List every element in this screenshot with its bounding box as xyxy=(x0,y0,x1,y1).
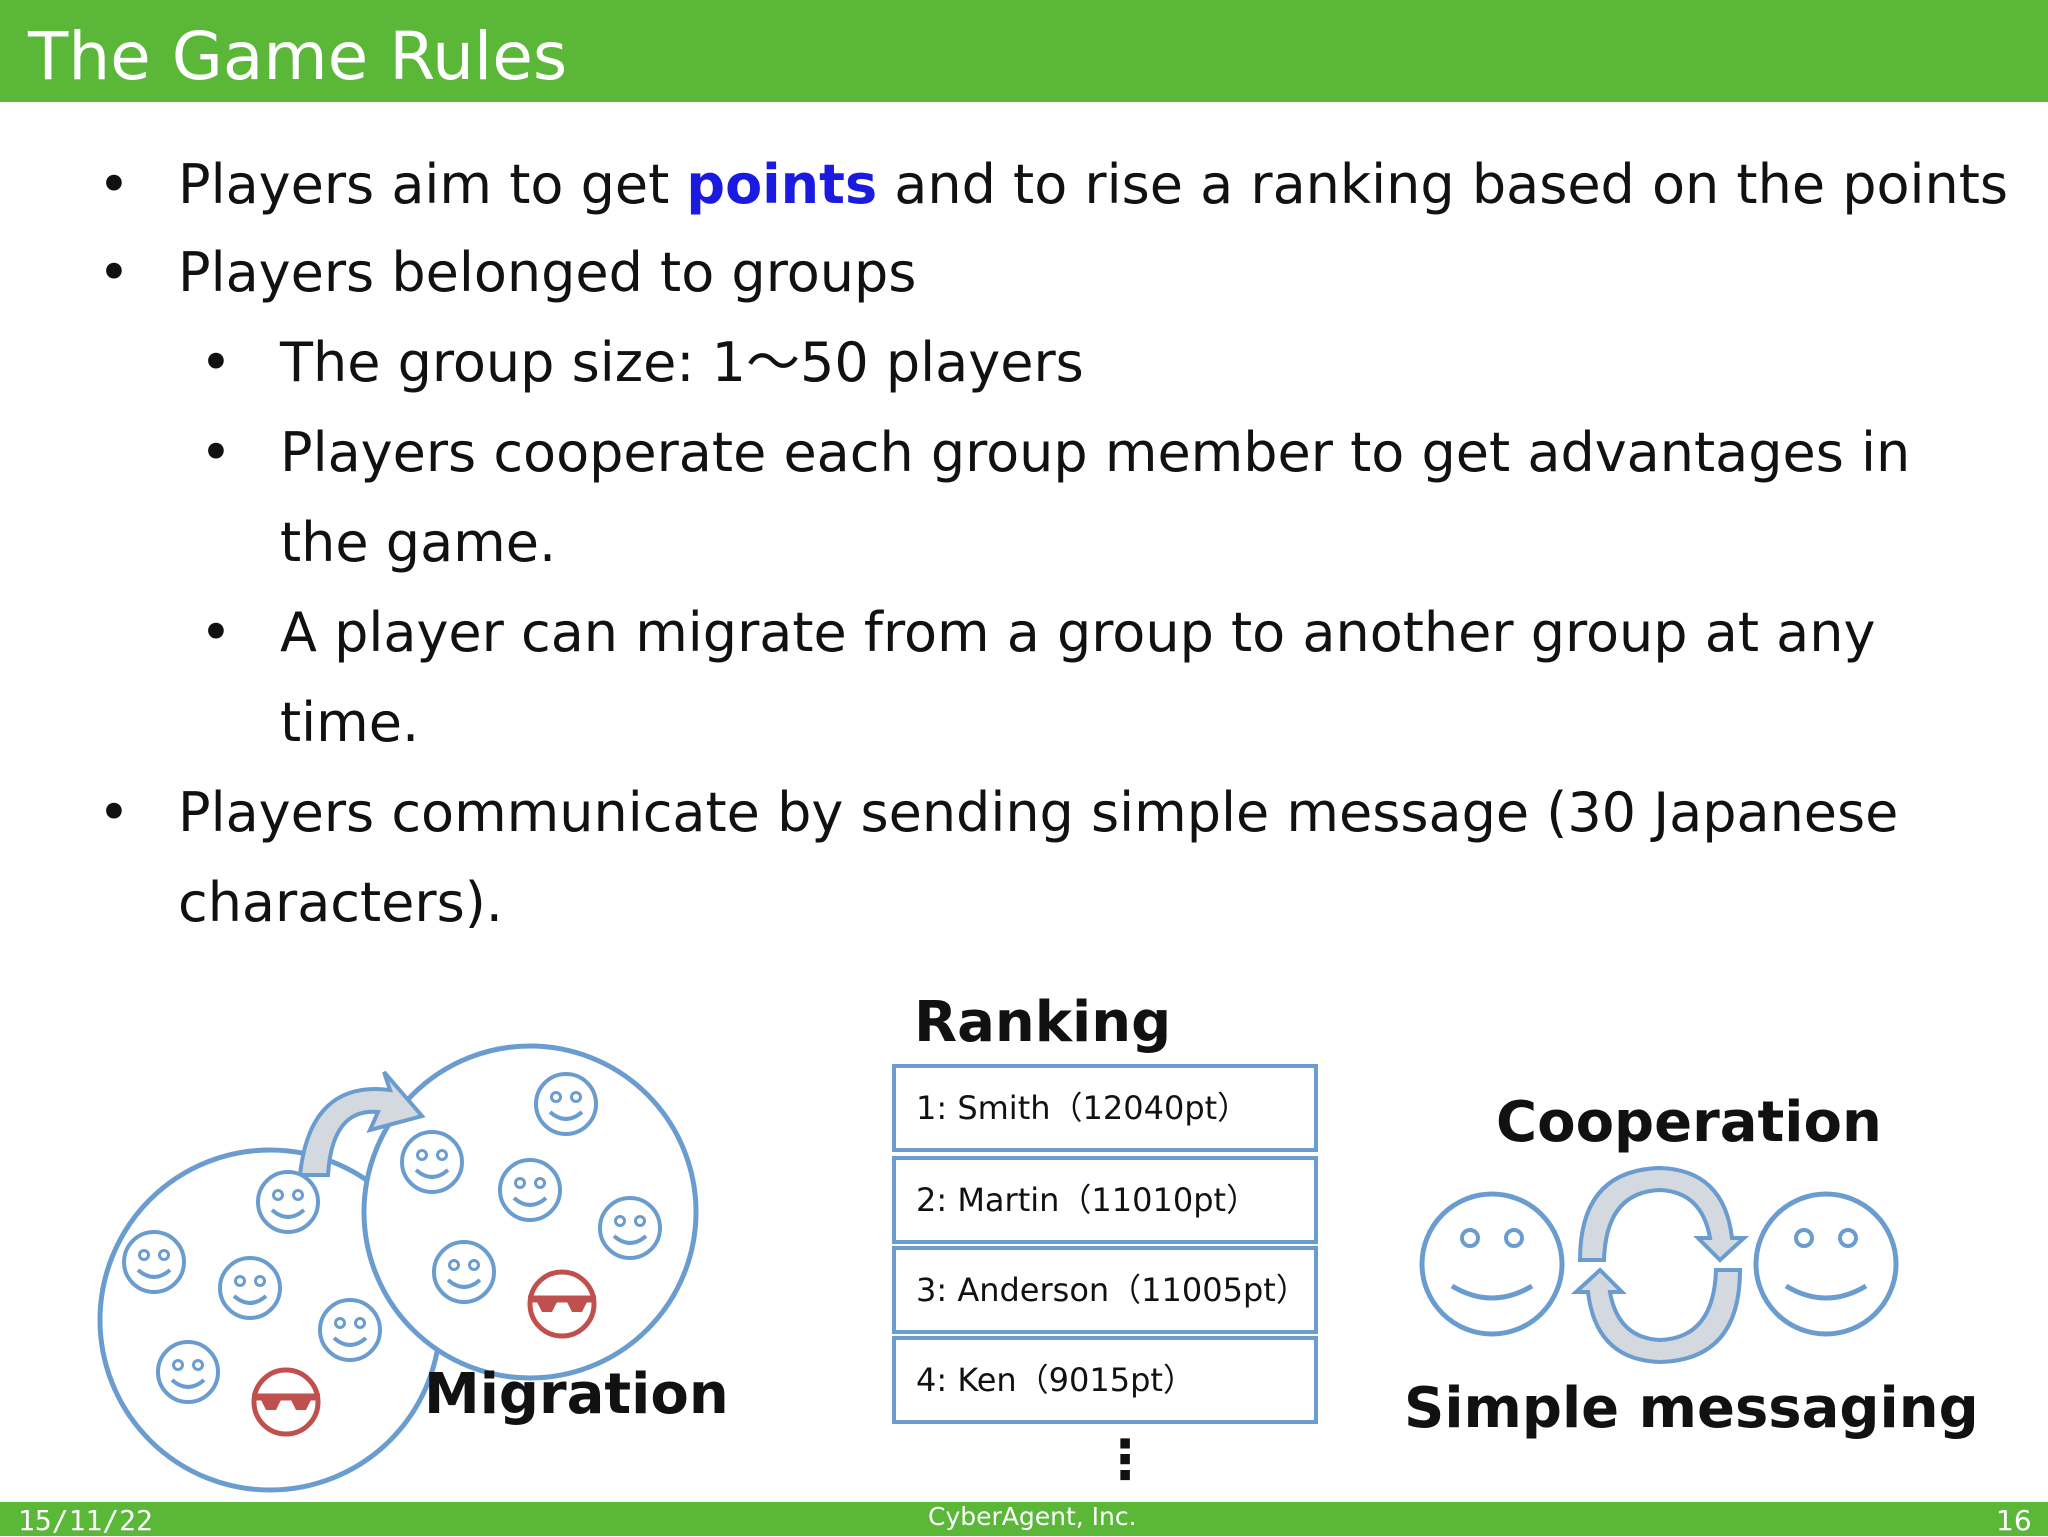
footer-date: 15/11/22 xyxy=(18,1504,153,1537)
bullet-cooperate-line2: the game. xyxy=(280,511,557,574)
bullet-marker: • xyxy=(200,421,232,484)
ranking-more-ellipsis: ⋮ xyxy=(1098,1428,1152,1491)
smiley-icon xyxy=(256,1170,320,1234)
smiley-icon xyxy=(400,1130,464,1194)
ranking-row-1: 1: Smith（12040pt） xyxy=(892,1064,1318,1152)
smiley-icon xyxy=(598,1196,662,1260)
ranking-row-4: 4: Ken（9015pt） xyxy=(892,1336,1318,1424)
bullet-communicate-line2: characters). xyxy=(178,871,503,934)
bullet-marker: • xyxy=(98,241,130,304)
bullet-text: Players aim to get xyxy=(178,153,687,216)
bullet-marker: • xyxy=(200,601,232,664)
bullet-groups: Players belonged to groups xyxy=(178,241,917,304)
smiley-icon xyxy=(1419,1191,1565,1337)
migration-label: Migration xyxy=(424,1362,729,1427)
bullet-cooperate-line1: Players cooperate each group member to g… xyxy=(280,421,1911,484)
cooperation-diagram xyxy=(1419,1165,1899,1365)
cooperation-label: Cooperation xyxy=(1496,1090,1882,1155)
smiley-icon xyxy=(318,1298,382,1362)
smiley-icon xyxy=(156,1340,220,1404)
points-highlight: points xyxy=(686,153,878,216)
migration-arrow xyxy=(297,1070,426,1177)
bullet-text: and to rise a ranking based on the point… xyxy=(877,153,2009,216)
smiley-icon xyxy=(498,1158,562,1222)
smiley-icon xyxy=(218,1256,282,1320)
bullet-communicate-line1: Players communicate by sending simple me… xyxy=(178,781,1899,844)
footer-bar xyxy=(0,1502,2048,1536)
bullet-migrate-line2: time. xyxy=(280,691,420,754)
bullet-points-goal: Players aim to get points and to rise a … xyxy=(178,140,2008,230)
ranking-row-2: 2: Martin（11010pt） xyxy=(892,1156,1318,1244)
title-bar xyxy=(0,0,2048,102)
ranking-row-3: 3: Anderson（11005pt） xyxy=(892,1246,1318,1334)
simple-messaging-label: Simple messaging xyxy=(1404,1376,1979,1441)
sunglasses-face-icon xyxy=(252,1370,320,1434)
ranking-title: Ranking xyxy=(914,990,1172,1055)
footer-company: CyberAgent, Inc. xyxy=(928,1502,1137,1531)
bullet-group-size: The group size: 1〜50 players xyxy=(280,331,1084,394)
bullet-marker: • xyxy=(98,781,130,844)
smiley-icon xyxy=(122,1230,186,1294)
slide-title: The Game Rules xyxy=(28,18,568,95)
sunglasses-face-icon xyxy=(528,1272,596,1336)
bullet-marker: • xyxy=(200,331,232,394)
migration-diagram xyxy=(97,1043,699,1493)
smiley-icon xyxy=(1753,1191,1899,1337)
page-number: 16 xyxy=(1996,1504,2032,1537)
exchange-arrows-icon xyxy=(1570,1165,1750,1365)
bullet-migrate-line1: A player can migrate from a group to ano… xyxy=(280,601,1876,664)
smiley-icon xyxy=(432,1240,496,1304)
bullet-marker: • xyxy=(98,153,130,216)
smiley-icon xyxy=(534,1072,598,1136)
